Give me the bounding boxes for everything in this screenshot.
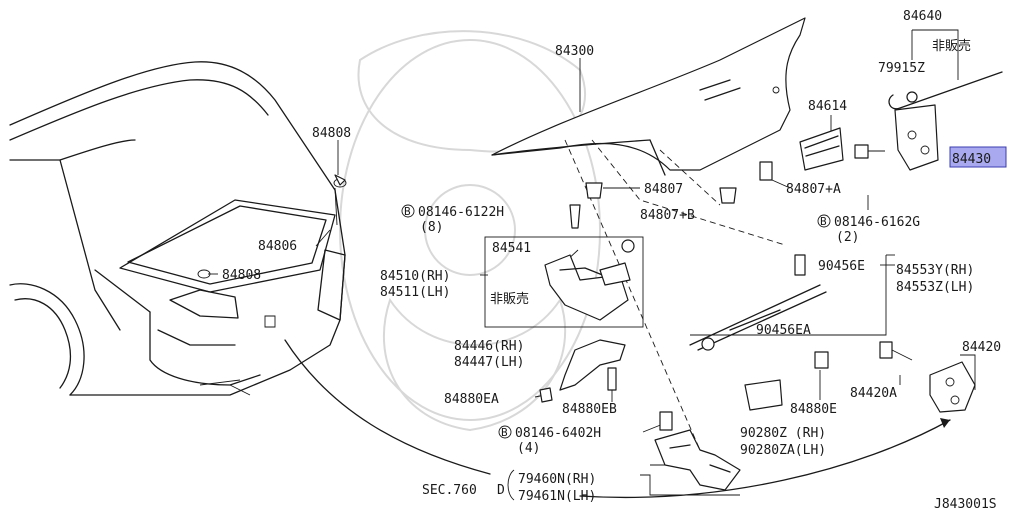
label-section-symbol: D bbox=[497, 483, 505, 498]
label-lid-lock: 84430 bbox=[952, 152, 991, 167]
label-not-for-sale-2: 非販売 bbox=[490, 291, 529, 307]
trunk-lid-84300 bbox=[491, 17, 806, 451]
label-bolt-1-qty: (8) bbox=[420, 220, 443, 235]
bolt-symbol-2: B bbox=[820, 215, 827, 228]
label-opener-rh: 90280Z (RH) bbox=[740, 426, 826, 441]
label-grommet-e: 84880E bbox=[790, 402, 837, 417]
label-bracket-rh: 84446(RH) bbox=[454, 339, 524, 354]
label-cable-lh: 79461N(LH) bbox=[518, 489, 596, 504]
label-bumper-rubber-b: 84807+B bbox=[640, 208, 695, 223]
label-bolt-1: 08146-6122H bbox=[418, 205, 504, 220]
label-bumper-rubber: 84807 bbox=[644, 182, 683, 197]
label-damper-lh: 84553Z(LH) bbox=[896, 280, 974, 295]
cable-routing-arrows bbox=[284, 339, 951, 499]
label-weatherstrip-2: 84808 bbox=[222, 268, 261, 283]
label-bracket-lh: 84447(LH) bbox=[454, 355, 524, 370]
label-bolt-3: 08146-6402H bbox=[515, 426, 601, 441]
label-striker: 84420 bbox=[962, 340, 1001, 355]
label-bumper-rubber-a: 84807+A bbox=[786, 182, 841, 197]
label-section-ref: SEC.760 bbox=[422, 483, 477, 498]
label-stud-2: 90456EA bbox=[756, 323, 811, 338]
watermark-emblem bbox=[339, 30, 601, 432]
label-lock: 84614 bbox=[808, 99, 847, 114]
small-parts bbox=[334, 71, 1003, 491]
drawing-id: J843001S bbox=[934, 497, 997, 510]
label-stud-1: 90456E bbox=[818, 259, 865, 274]
label-grommet-b: 84880EB bbox=[562, 402, 617, 417]
part-labels: 84300 84640 非販売 79915Z 84614 84430 84808… bbox=[222, 9, 1001, 510]
label-hinge-rh: 84510(RH) bbox=[380, 269, 450, 284]
label-bolt-2: 08146-6162G bbox=[834, 215, 920, 230]
label-not-for-sale-1: 非販売 bbox=[932, 38, 971, 54]
label-bolt-2-qty: (2) bbox=[836, 230, 859, 245]
label-trunk-lid: 84300 bbox=[555, 44, 594, 59]
label-bolt-3-qty: (4) bbox=[517, 441, 540, 456]
label-hinge-lh: 84511(LH) bbox=[380, 285, 450, 300]
car-body-illustration bbox=[9, 61, 347, 396]
bolt-symbol-1: B bbox=[404, 205, 411, 218]
label-hinge-kit: 84541 bbox=[492, 241, 531, 256]
label-weatherstrip: 84808 bbox=[312, 126, 351, 141]
label-clip: 79915Z bbox=[878, 61, 925, 76]
label-trim: 84806 bbox=[258, 239, 297, 254]
bolt-symbol-3: B bbox=[501, 426, 508, 439]
label-opener-lh: 90280ZA(LH) bbox=[740, 443, 826, 458]
part-highlight bbox=[949, 146, 1007, 168]
label-damper-rh: 84553Y(RH) bbox=[896, 263, 974, 278]
label-lid-stay-set: 84640 bbox=[903, 9, 942, 24]
label-striker-bolt: 84420A bbox=[850, 386, 897, 401]
label-cable-rh: 79460N(RH) bbox=[518, 472, 596, 487]
label-grommet: 84880EA bbox=[444, 392, 499, 407]
